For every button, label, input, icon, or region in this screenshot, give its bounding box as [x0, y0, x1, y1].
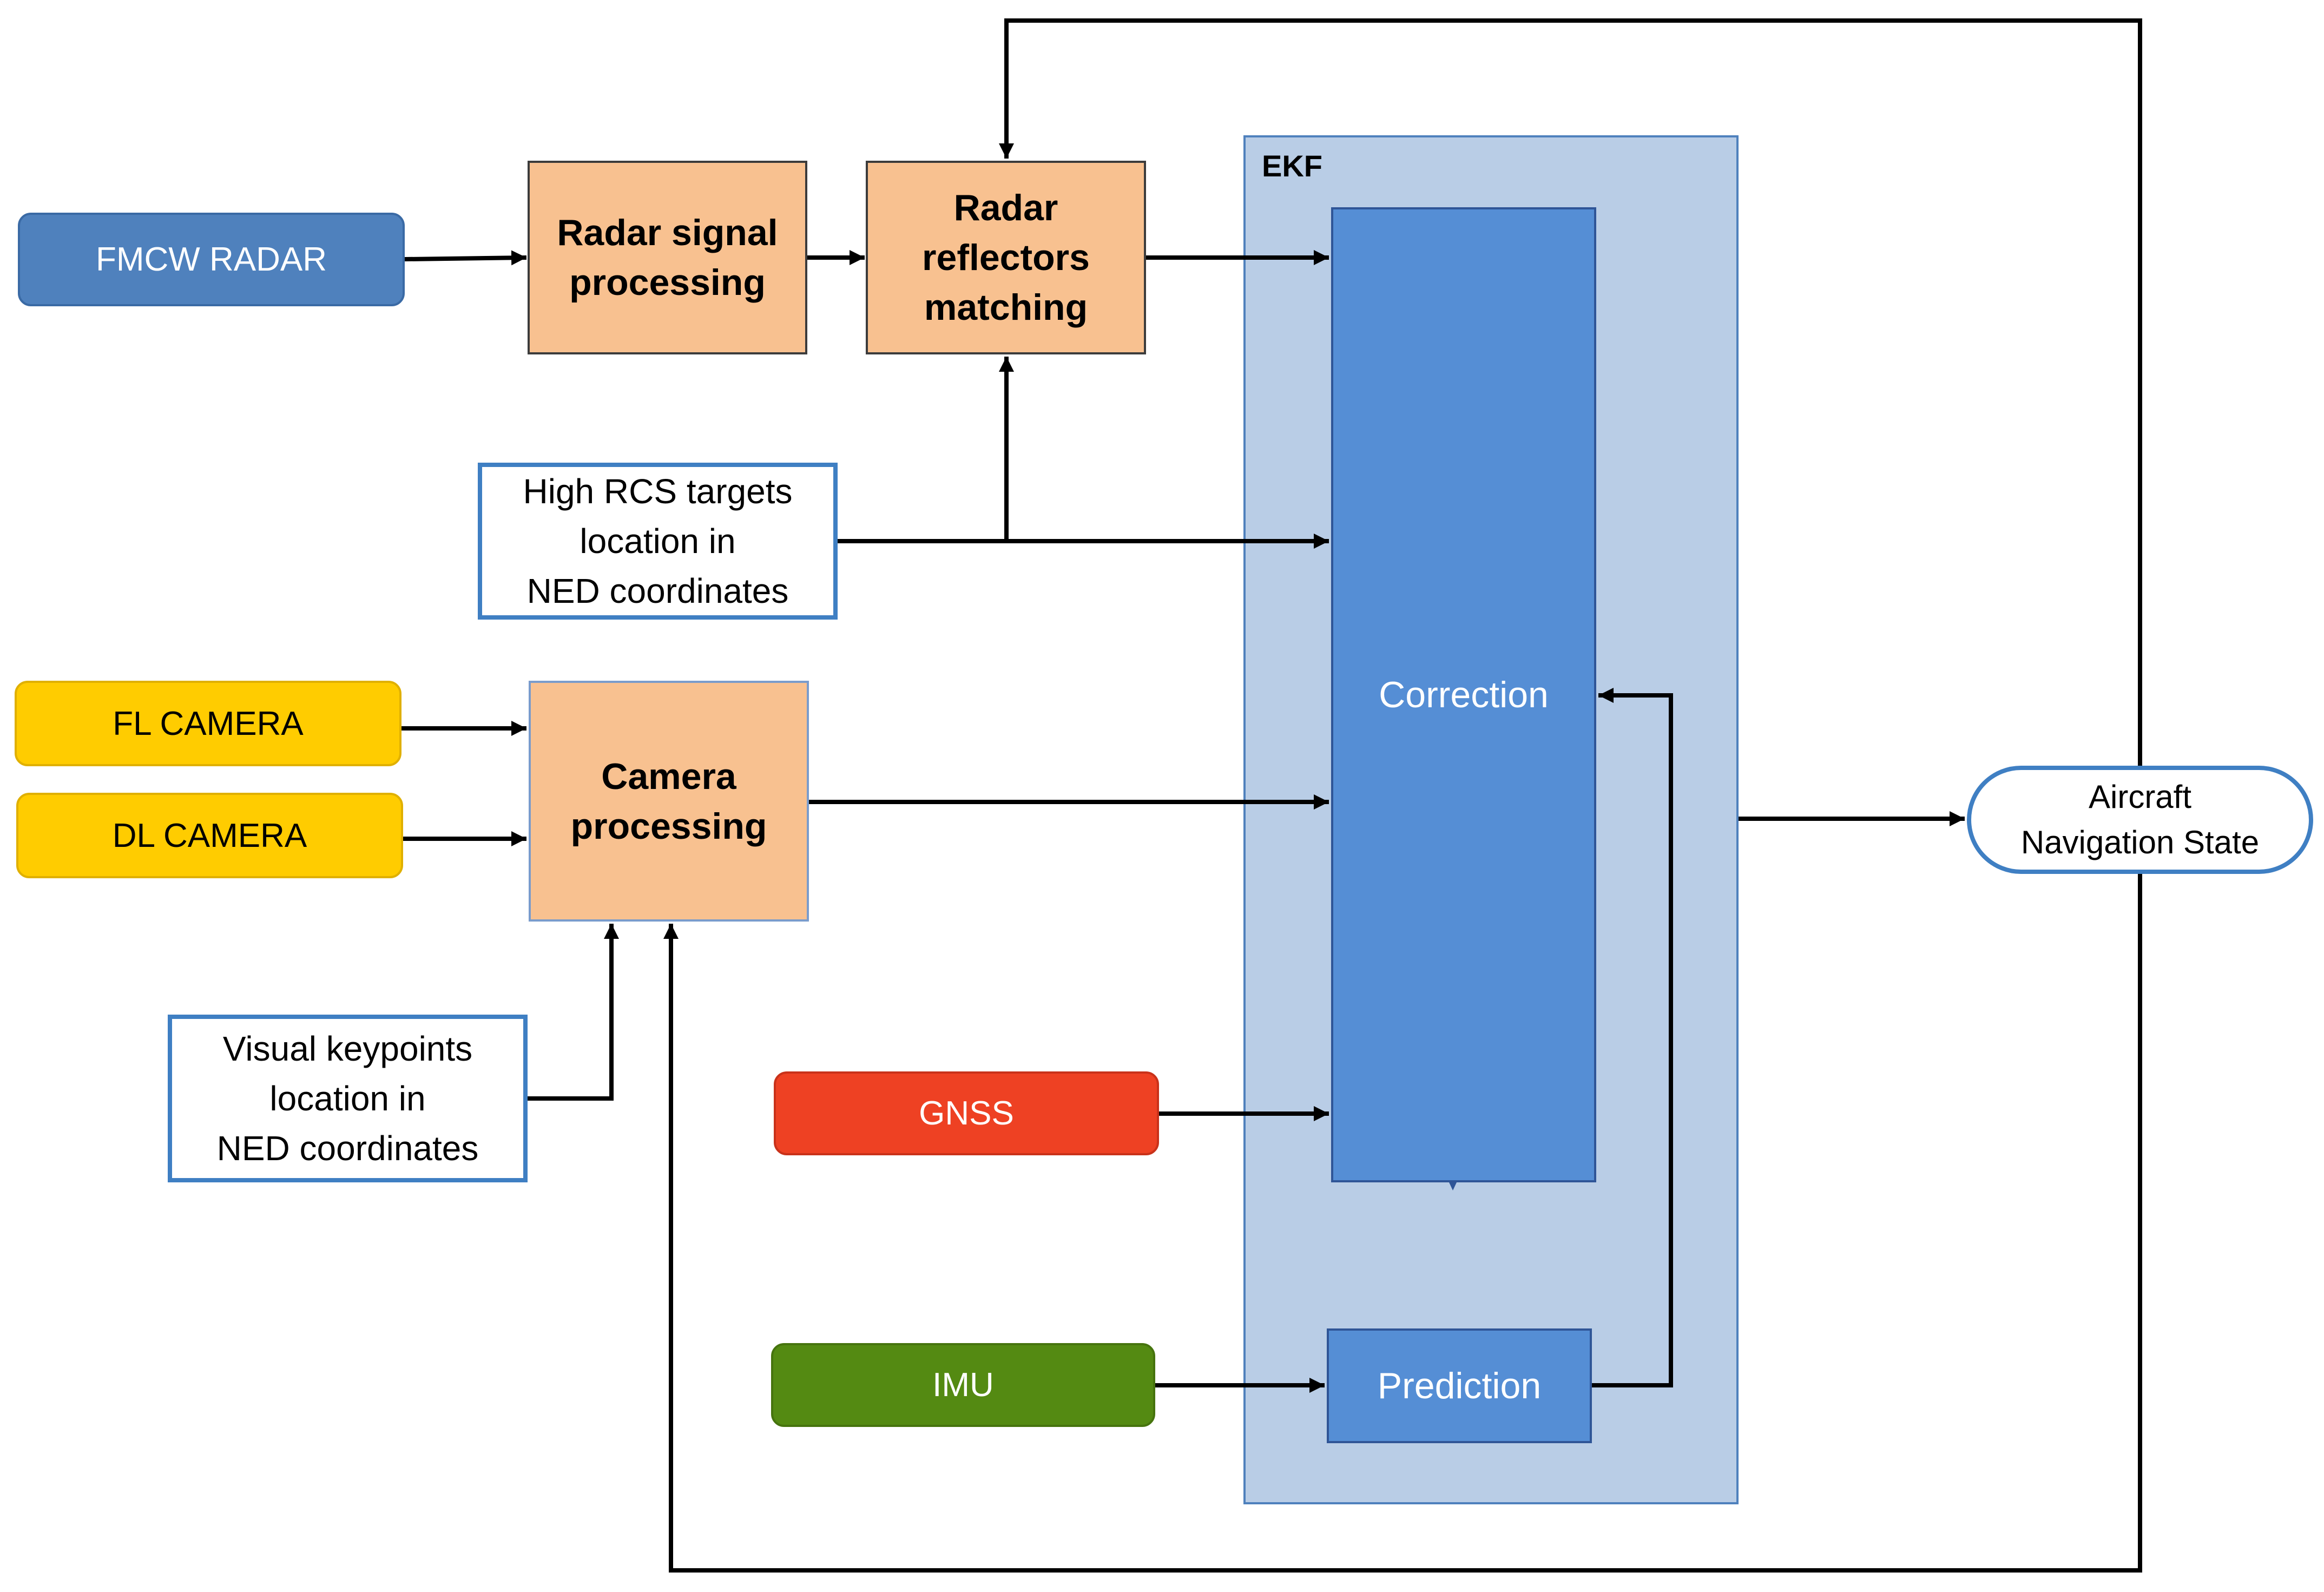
- camera-processing-line-1: Camera: [601, 755, 736, 797]
- imu-label: IMU: [932, 1366, 994, 1404]
- gnss-source: GNSS: [774, 1071, 1159, 1155]
- radar-signal-line-2: processing: [569, 262, 766, 303]
- output-line-1: Aircraft: [2088, 779, 2192, 815]
- camera-processing-block: Camera processing: [529, 681, 809, 922]
- radar-reflectors-matching-block: Radar reflectors matching: [866, 161, 1146, 354]
- high-rcs-line-2: location in: [580, 522, 736, 561]
- arrow-radar-to-signal-processing: [404, 250, 527, 266]
- visual-keypoints-line-3: NED coordinates: [216, 1129, 479, 1168]
- correction-block: Correction: [1331, 207, 1596, 1182]
- visual-keypoints-line-2: location in: [269, 1079, 426, 1118]
- prediction-label: Prediction: [1377, 1365, 1542, 1406]
- gnss-label: GNSS: [919, 1095, 1014, 1132]
- dl-camera-source: DL CAMERA: [16, 793, 403, 878]
- high-rcs-line-3: NED coordinates: [526, 571, 789, 610]
- visual-keypoints-input: Visual keypoints location in NED coordin…: [168, 1015, 528, 1182]
- output-line-2: Navigation State: [2020, 824, 2260, 860]
- fmcw-radar-source: FMCW RADAR: [18, 213, 405, 306]
- fl-camera-source: FL CAMERA: [15, 681, 401, 766]
- radar-reflectors-line-2: reflectors: [922, 237, 1090, 278]
- radar-reflectors-line-3: matching: [924, 287, 1088, 328]
- dl-camera-label: DL CAMERA: [112, 817, 307, 854]
- visual-keypoints-line-1: Visual keypoints: [222, 1029, 473, 1068]
- arrow-visual-keypoints-to-camera-processing: [528, 924, 619, 1101]
- radar-signal-processing-block: Radar signal processing: [528, 161, 807, 354]
- high-rcs-targets-input: High RCS targets location in NED coordin…: [478, 463, 838, 620]
- prediction-block: Prediction: [1327, 1328, 1592, 1443]
- aircraft-navigation-state-output: Aircraft Navigation State: [1967, 766, 2313, 874]
- fl-camera-label: FL CAMERA: [113, 705, 304, 742]
- high-rcs-line-1: High RCS targets: [523, 472, 793, 511]
- camera-processing-line-2: processing: [570, 805, 767, 847]
- imu-source: IMU: [771, 1343, 1155, 1427]
- ekf-title: EKF: [1262, 149, 1322, 183]
- correction-label: Correction: [1379, 674, 1549, 715]
- radar-signal-line-1: Radar signal: [557, 212, 778, 253]
- radar-reflectors-line-1: Radar: [953, 187, 1058, 228]
- fmcw-radar-label: FMCW RADAR: [95, 241, 327, 278]
